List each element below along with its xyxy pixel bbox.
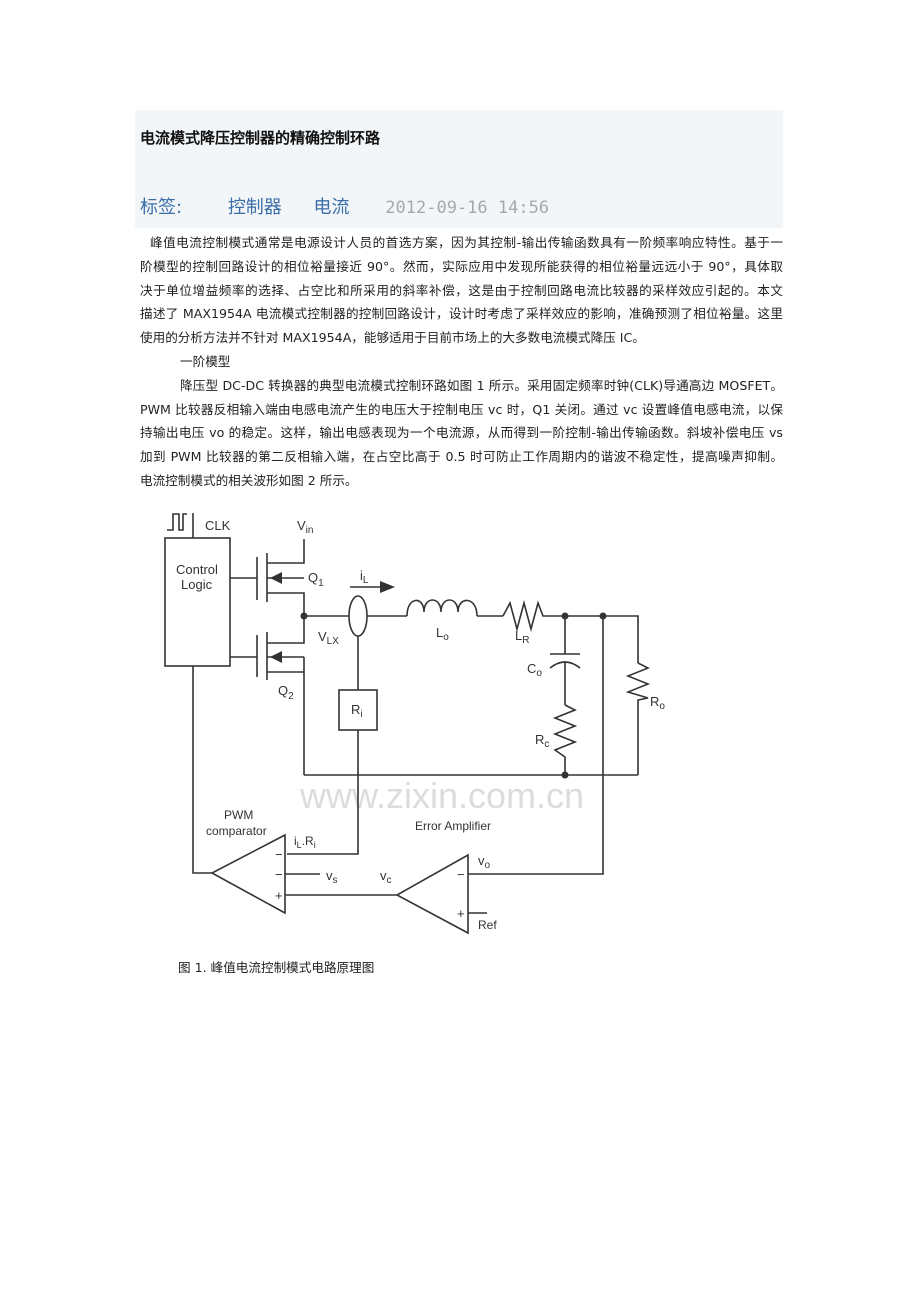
co-label: Co: [527, 661, 542, 679]
inductor-lo: [406, 599, 478, 617]
junction-node: [561, 612, 569, 620]
text-line: PWM 比较器反相输入端由电感电流产生的电压大于控制电压 vc 时，Q1 关闭。…: [140, 401, 783, 417]
page-title: 电流模式降压控制器的精确控制环路: [140, 129, 381, 147]
q1-label: Q1: [308, 570, 324, 589]
minus-sign: −: [457, 867, 465, 882]
tags-row: 标签: 控制器 电流 2012-09-16 14:56: [140, 193, 549, 219]
ref-label: Ref: [478, 918, 497, 932]
q2-label: Q2: [278, 683, 294, 702]
text-line: 决于单位增益频率的选择、占空比和所采用的斜率补偿，这是由于控制回路电流比较器的采…: [140, 282, 783, 298]
minus-sign: −: [275, 867, 283, 882]
resistor-rc: [552, 704, 578, 775]
text-line: 峰值电流控制模式通常是电源设计人员的首选方案，因为其控制-输出传输函数具有一阶频…: [150, 235, 783, 250]
text-line: 持输出电压 vo 的稳定。这样，输出电感表现为一个电流源，从而得到一阶控制-输出…: [140, 425, 783, 441]
vc-label: vc: [380, 868, 392, 886]
error-amp-label: Error Amplifier: [415, 819, 491, 833]
control-logic-label: Control: [176, 562, 218, 577]
minus-sign: −: [275, 847, 283, 862]
junction-node: [561, 771, 569, 779]
watermark: www.zixin.com.cn: [299, 775, 584, 816]
pwm-label: comparator: [206, 824, 267, 838]
article-body: 峰值电流控制模式通常是电源设计人员的首选方案，因为其控制-输出传输函数具有一阶频…: [140, 231, 783, 493]
junction-node: [300, 612, 308, 620]
junction-node: [599, 612, 607, 620]
il-label: iL: [360, 568, 369, 586]
vin-label: Vin: [297, 518, 313, 536]
lo-label: Lo: [436, 625, 449, 643]
circuit-diagram: www.zixin.com.cn CLK Control: [164, 513, 665, 935]
pwm-label: PWM: [224, 808, 253, 822]
text-line: 描述了 MAX1954A 电流模式控制器的控制回路设计，设计时考虑了采样效应的影…: [140, 306, 783, 322]
section-heading: 一阶模型: [180, 353, 231, 369]
q2-arrow-icon: [270, 651, 282, 663]
text-line: 降压型 DC-DC 转换器的典型电流模式控制环路如图 1 所示。采用固定频率时钟…: [180, 377, 783, 393]
ri-label: Ri: [351, 702, 363, 720]
current-arrow-icon: [380, 581, 395, 593]
error-amplifier: [395, 853, 469, 935]
post-date: 2012-09-16 14:56: [385, 198, 550, 218]
tag-link[interactable]: 电流: [313, 197, 350, 218]
text-line: 电流控制模式的相关波形如图 2 所示。: [140, 472, 358, 488]
tag-link[interactable]: 控制器: [227, 197, 282, 218]
ro-label: Ro: [650, 694, 665, 712]
resistor-ro: [625, 662, 651, 775]
vs-label: vs: [326, 868, 338, 886]
ilri-label: iL.Ri: [294, 834, 316, 850]
lr-label: LR: [515, 628, 529, 646]
tag-label: 标签:: [140, 197, 183, 218]
header-band: [135, 110, 783, 228]
clock-pulse-icon: [167, 513, 187, 531]
figure-caption: 图 1. 峰值电流控制模式电路原理图: [178, 960, 375, 975]
clk-label: CLK: [205, 518, 231, 533]
q1-arrow-icon: [270, 572, 282, 584]
current-sensor: [348, 595, 368, 637]
control-logic-label: Logic: [181, 577, 213, 592]
text-line: 加到 PWM 比较器的第二反相输入端，在占空比高于 0.5 时可防止工作周期内的…: [140, 449, 783, 465]
control-logic-block: [164, 537, 231, 667]
vlx-label: VLX: [318, 629, 339, 647]
plus-sign: +: [457, 906, 465, 921]
text-line: 阶模型的控制回路设计的相位裕量接近 90°。然而，实际应用中发现所能获得的相位裕…: [140, 258, 783, 274]
vo-label: vo: [478, 853, 491, 871]
plus-sign: +: [275, 888, 283, 903]
text-line: 使用的分析方法并不针对 MAX1954A，能够适用于目前市场上的大多数电流模式降…: [140, 330, 645, 346]
rc-label: Rc: [535, 732, 549, 750]
